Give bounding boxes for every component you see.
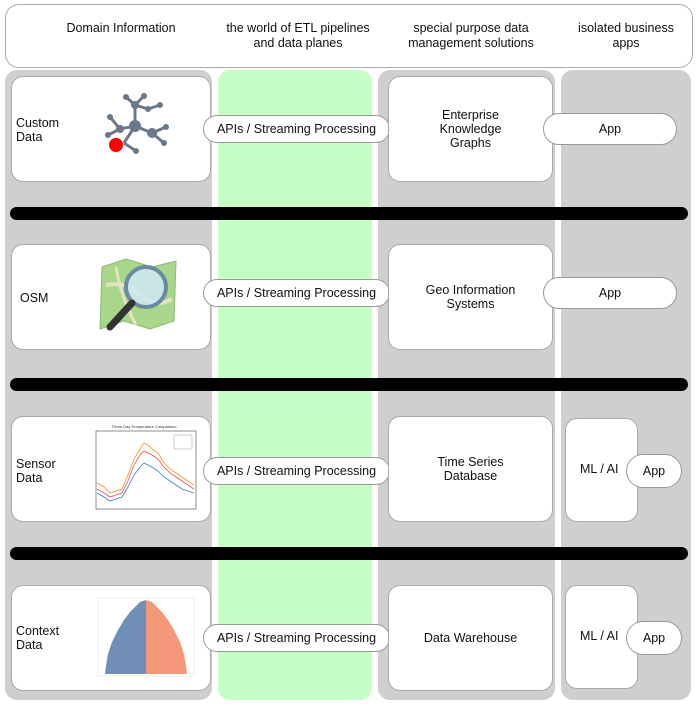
pipeline-pill: APIs / Streaming Processing [203,457,390,485]
ml-ai-box: ML / AI [565,418,638,522]
app-pill: App [626,454,682,488]
pipeline-pill: APIs / Streaming Processing [203,115,390,143]
row-separator [10,547,688,560]
header-bar: Domain Information the world of ETL pipe… [5,4,693,68]
pipeline-pill: APIs / Streaming Processing [203,624,390,652]
header-domain-information: Domain Information [66,21,176,35]
knowledge-graph-icon [105,93,169,154]
app-pill: App [626,621,682,655]
source-box-custom-data: Custom Data [11,76,211,182]
app-pill: App [543,113,677,145]
source-box-osm: OSM [11,244,211,350]
solution-box: Data Warehouse [388,585,553,691]
population-pyramid-thumbnail [97,597,195,677]
solution-label: Data Warehouse [423,631,518,645]
solution-box: Enterprise Knowledge Graphs [388,76,553,182]
solution-box: Geo Information Systems [388,244,553,350]
solution-label: Geo Information Systems [425,283,516,311]
solution-label: Enterprise Knowledge Graphs [439,108,502,150]
row-separator [10,207,688,220]
app-pill: App [543,277,677,309]
row-separator [10,378,688,391]
thumb-chart-title: Three-Day Temperature Comparison [111,424,176,429]
header-data-management: special purpose data management solution… [408,21,534,50]
source-label: Sensor Data [16,457,56,485]
source-box-sensor-data: Sensor Data Three-Day Temperature Compar… [11,416,211,522]
source-label: Custom Data [16,116,60,144]
ml-ai-label: ML / AI [580,629,619,643]
source-label: OSM [20,291,49,305]
source-label: Context Data [16,624,60,652]
ml-ai-box: ML / AI [565,585,638,689]
solution-label: Time Series Database [437,455,504,483]
line-chart-thumbnail: Three-Day Temperature Comparison [95,424,197,510]
header-etl: the world of ETL pipelines and data plan… [226,21,370,50]
solution-box: Time Series Database [388,416,553,522]
pipeline-pill: APIs / Streaming Processing [203,279,390,307]
header-business-apps: isolated business apps [578,21,674,50]
map-magnifier-icon [99,258,177,331]
ml-ai-label: ML / AI [580,462,619,476]
source-box-context-data: Context Data [11,585,211,691]
